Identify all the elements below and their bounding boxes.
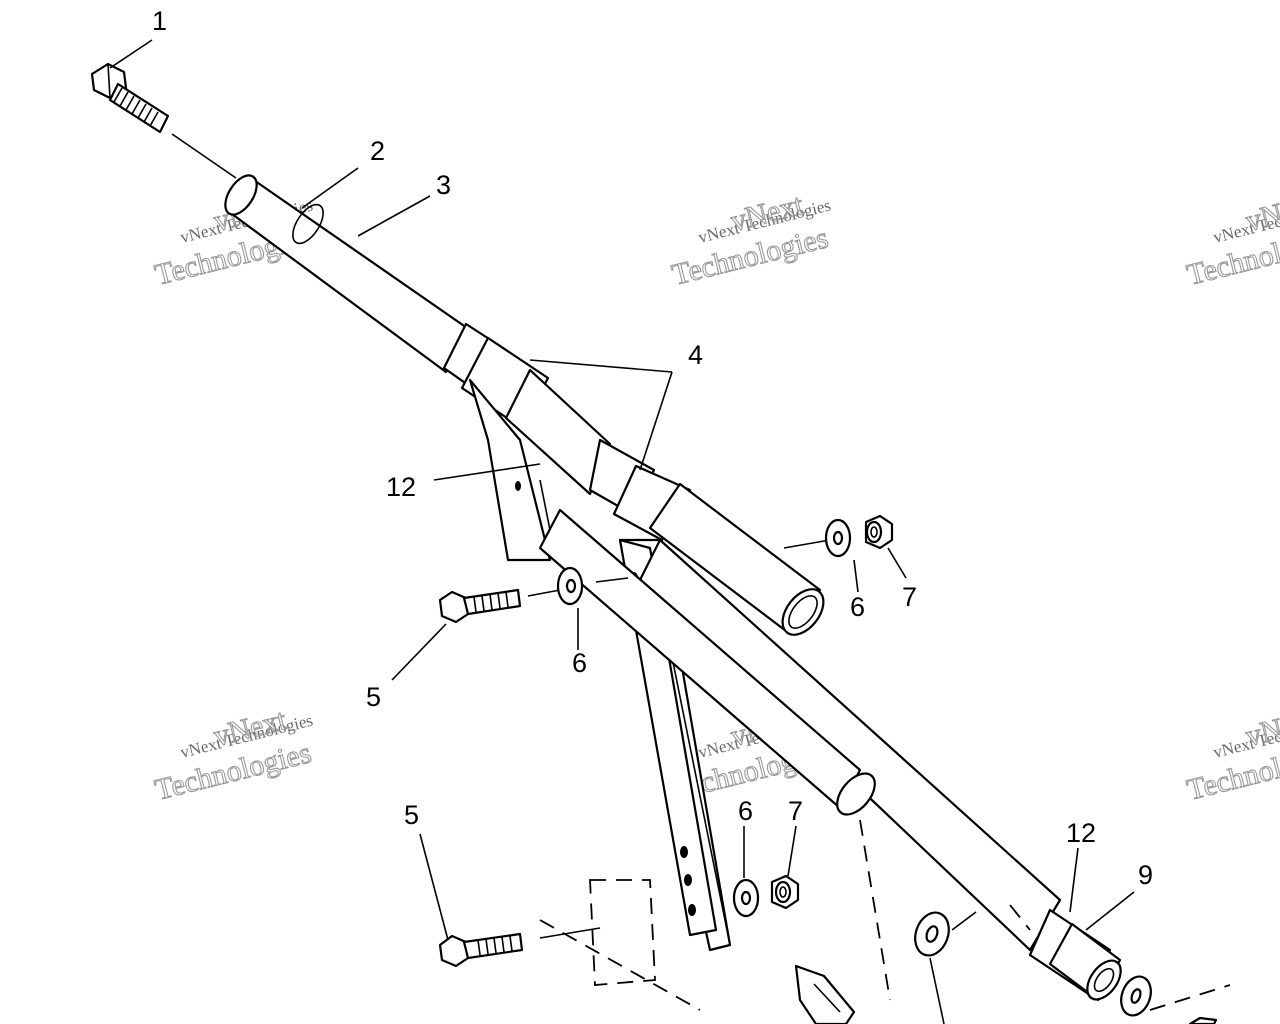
watermark-text: vNext xyxy=(1242,188,1280,238)
washer-far-right xyxy=(1120,975,1152,1017)
callout-7-upper: 7 xyxy=(902,582,917,612)
watermark-text: vNext xyxy=(1242,703,1280,753)
dashed-hidden-line xyxy=(1149,984,1231,1011)
tube-middle xyxy=(504,368,612,496)
callout-6-left: 6 xyxy=(572,648,587,678)
part-6-washer-lower xyxy=(732,878,760,918)
callout-5-lower: 5 xyxy=(404,800,419,830)
gusset-end xyxy=(836,772,876,816)
bolt-shank xyxy=(462,932,524,960)
part-5-bolt-lower xyxy=(438,927,601,968)
callout-4: 4 xyxy=(688,340,703,370)
callout-labels: 1 2 3 4 12 5 6 6 7 5 6 7 12 9 xyxy=(152,6,1153,890)
dashed-hidden-line xyxy=(539,919,701,1011)
plate-hole xyxy=(684,874,692,886)
main-frame xyxy=(224,174,1231,1011)
bolt-head xyxy=(438,934,470,968)
part-7-nut-lower xyxy=(770,874,800,910)
plate-hole xyxy=(680,846,688,858)
bolt-shank xyxy=(108,82,170,134)
callout-2: 2 xyxy=(370,136,385,166)
callout-3: 3 xyxy=(436,170,451,200)
plate-hole xyxy=(688,904,696,916)
leader-lines xyxy=(109,39,1135,941)
callout-6-lower: 6 xyxy=(738,796,753,826)
far-right-part xyxy=(1188,1016,1218,1024)
dashed-bracket xyxy=(589,879,656,986)
callout-7-lower: 7 xyxy=(788,796,803,826)
part-1-bolt xyxy=(90,62,237,179)
callout-12-lower: 12 xyxy=(1066,818,1096,848)
callout-12-upper: 12 xyxy=(386,472,416,502)
bolt-head xyxy=(438,590,470,624)
tube-lower-diagonal xyxy=(638,538,1062,952)
tube-open-end xyxy=(781,588,825,636)
part-5-bolt-upper xyxy=(438,588,561,624)
bottom-bracket xyxy=(794,964,856,1024)
callout-9: 9 xyxy=(1138,860,1153,890)
dashed-hidden-line xyxy=(1009,904,1031,931)
arm-plate-left xyxy=(468,378,552,562)
watermark-group: vNext Technologies vNext Technologies vN… xyxy=(151,188,1280,808)
callout-5-upper: 5 xyxy=(366,682,381,712)
dashed-hidden-line xyxy=(859,819,891,1001)
callout-1: 1 xyxy=(152,6,167,36)
tube-end xyxy=(224,174,258,216)
part-6-washer-upper-right xyxy=(783,518,852,558)
part-7-nut-upper xyxy=(864,514,894,550)
washer-lower-right xyxy=(914,911,977,1024)
bolt-shank xyxy=(462,588,522,616)
callout-6-right: 6 xyxy=(850,592,865,622)
tube-upper xyxy=(230,174,472,374)
plate-hole xyxy=(515,481,521,491)
bolt-axis-line xyxy=(171,133,237,179)
part-6-washer-upper-left xyxy=(556,566,629,606)
tube-ring xyxy=(292,203,324,245)
